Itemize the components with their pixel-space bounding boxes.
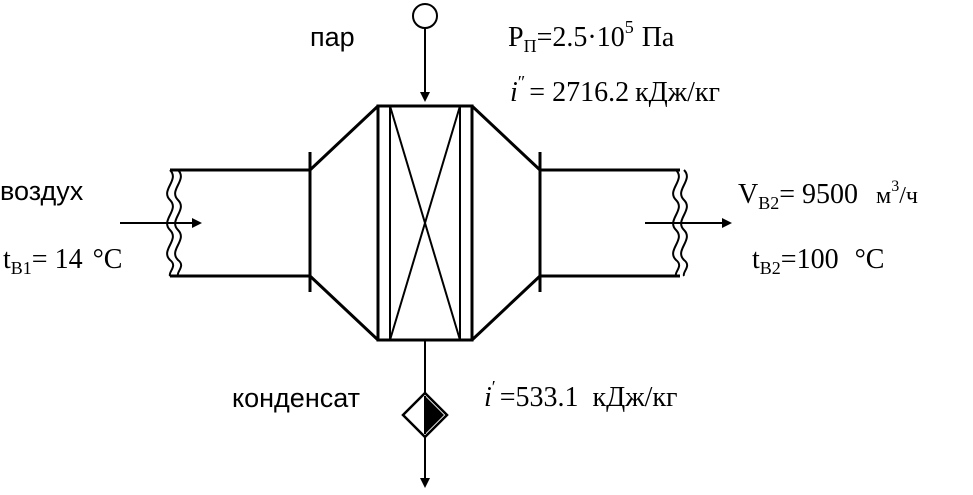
condensate-label: конденсат [232,383,360,413]
heater-body [308,104,542,342]
inlet-duct [166,152,312,292]
steam-label: пар [310,22,355,52]
steam-inlet [412,3,438,102]
outlet-duct [538,152,689,292]
air-label: воздух [0,176,84,206]
inlet-air-temperature: tВ1= 14°С [3,244,122,278]
condensate-outlet [401,340,449,488]
outlet-air-temperature: tВ2=100°С [752,244,884,278]
steam-trap-symbol [401,391,449,439]
steam-source-symbol [412,3,438,29]
